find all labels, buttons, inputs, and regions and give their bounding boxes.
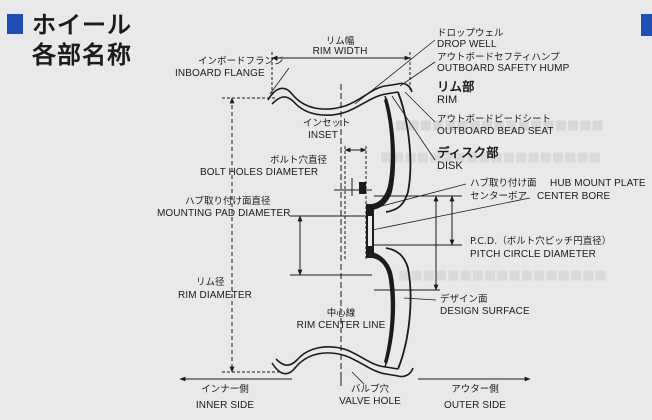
inner-side-ja: インナー側 [201, 384, 249, 395]
outboard-safety-hump-ja: アウトボードセフティハンプ [437, 52, 560, 63]
section-title-line2: 各部名称 [32, 41, 132, 69]
outboard-safety-hump-en: OUTBOARD SAFETY HUMP [437, 63, 570, 74]
bleed-through-text: ■■■■■■■■■■■■■■■■■ [398, 268, 607, 283]
disk-ja: ディスク部 [437, 145, 499, 160]
rim-diameter-en: RIM DIAMETER [178, 290, 252, 301]
rim-diameter-ja: リム径 [196, 277, 225, 288]
hub-mount-plate-ja: ハブ取り付け面 [470, 178, 537, 189]
disk-en: DISK [437, 160, 463, 172]
inboard-flange-ja: インボードフランジ [198, 56, 284, 67]
outboard-bead-seat-en: OUTBOARD BEAD SEAT [437, 126, 554, 137]
rim-width-ja: リム幅 [325, 36, 355, 47]
rim-en: RIM [437, 94, 458, 106]
design-surface-ja: デザイン面 [440, 294, 488, 305]
center-bore-en: CENTER BORE [537, 191, 611, 202]
outer-side-ja: アウター側 [451, 384, 499, 395]
mounting-pad-diameter-ja: ハブ取り付け面直径 [185, 196, 271, 207]
bolt-holes-diameter-en: BOLT HOLES DIAMETER [200, 167, 319, 178]
pcd-en: PITCH CIRCLE DIAMETER [470, 249, 597, 260]
center-bore-ja: センターボア [470, 191, 528, 202]
next-page-tag [641, 14, 652, 36]
inset-ja: インセット [303, 118, 351, 129]
pcd-ja: P.C.D.（ボルト穴ピッチ円直径） [470, 236, 612, 247]
outboard-bead-seat-ja: アウトボードビードシート [437, 114, 552, 125]
design-surface-en: DESIGN SURFACE [440, 306, 530, 317]
outer-side-en: OUTER SIDE [443, 400, 507, 411]
rim-width-en: RIM WIDTH [312, 46, 368, 57]
section-title-line1: ホイール [32, 11, 132, 39]
rim-center-line-en: RIM CENTER LINE [296, 320, 386, 331]
valve-hole-ja: バルブ穴 [350, 384, 389, 395]
center-bore [368, 216, 372, 246]
inner-side-en: INNER SIDE [195, 400, 255, 411]
rim-center-line-ja: 中心線 [326, 308, 356, 319]
rim-ja: リム部 [437, 79, 475, 94]
mounting-pad-diameter-en: MOUNTING PAD DIAMETER [157, 208, 291, 219]
section-tag [7, 14, 23, 34]
valve-hole-en: VALVE HOLE [339, 396, 401, 407]
hub-mount-plate-en: HUB MOUNT PLATE [550, 178, 646, 189]
drop-well-ja: ドロップウェル [437, 28, 504, 39]
bolt-hole [359, 182, 366, 194]
bleed-through-text: ■■■■■■■■■■■■■■■■■ [395, 118, 604, 133]
bolt-holes-diameter-ja: ボルト穴直径 [270, 155, 328, 166]
inboard-flange-en: INBOARD FLANGE [175, 68, 265, 79]
drop-well-en: DROP WELL [437, 39, 497, 50]
bleed-through-text: ■■■■■■■■■■■■■■■■■■ [380, 150, 602, 165]
inset-en: INSET [308, 130, 338, 141]
